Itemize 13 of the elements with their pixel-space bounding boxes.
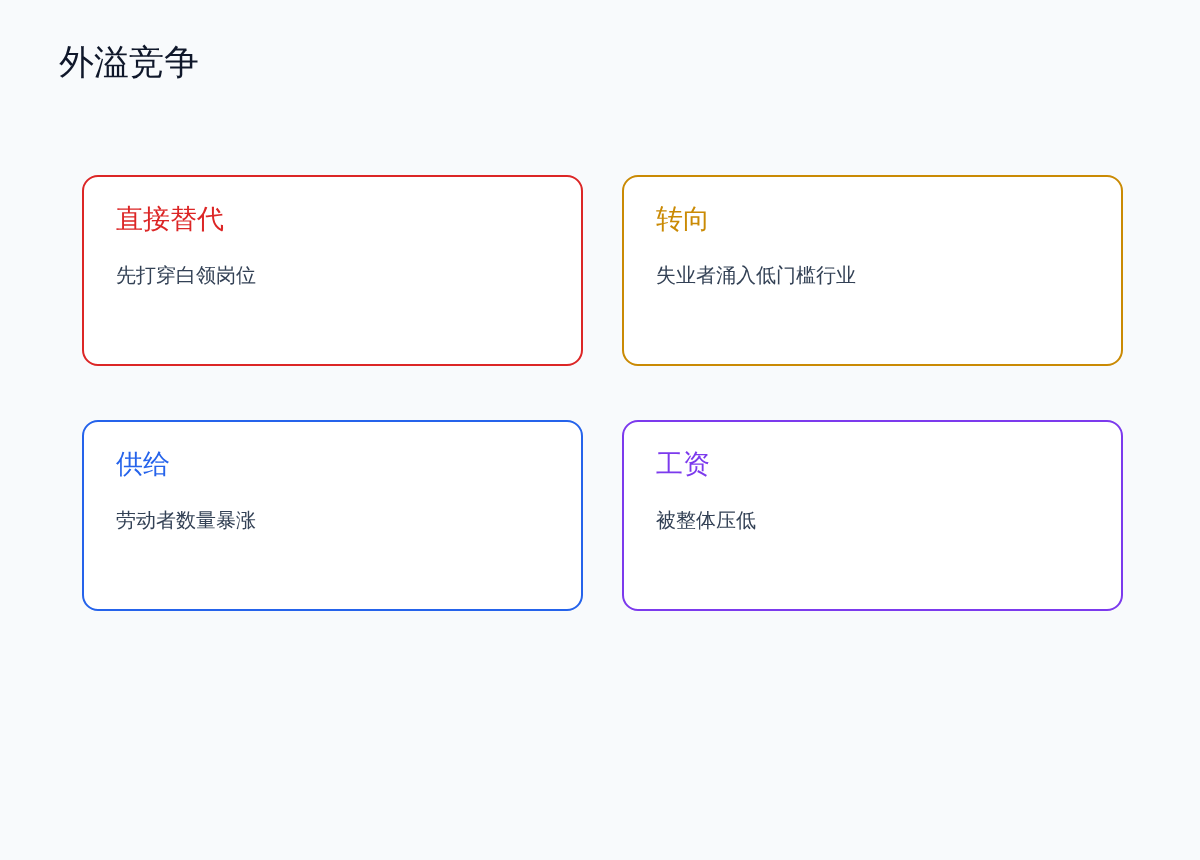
card <box>82 175 583 366</box>
card-text: 先打穿白领岗位 <box>116 263 256 288</box>
card-heading: 转向 <box>656 203 710 236</box>
card-text: 被整体压低 <box>656 508 756 533</box>
card-heading: 直接替代 <box>116 203 224 236</box>
card-heading: 工资 <box>656 448 710 481</box>
card <box>622 175 1123 366</box>
card <box>82 420 583 611</box>
card <box>622 420 1123 611</box>
card-text: 失业者涌入低门槛行业 <box>656 263 856 288</box>
title: 外溢竞争 <box>59 41 199 83</box>
card-heading: 供给 <box>116 448 170 481</box>
card-text: 劳动者数量暴涨 <box>116 508 256 533</box>
